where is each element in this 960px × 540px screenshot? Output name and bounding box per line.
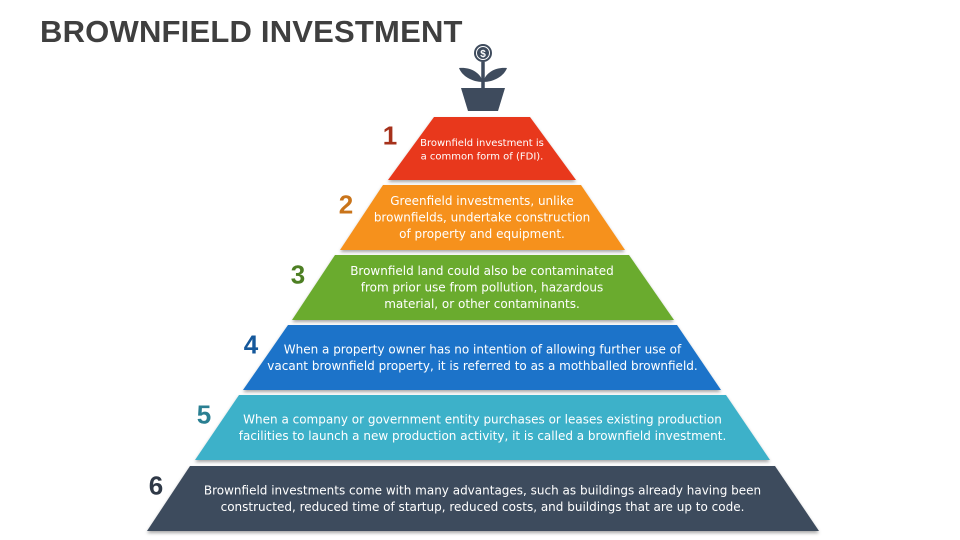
page-title: BROWNFIELD INVESTMENT xyxy=(40,14,463,49)
pyramid-level-shape xyxy=(195,395,770,460)
level-number: 2 xyxy=(339,190,353,220)
level-text-line: When a company or government entity purc… xyxy=(243,412,722,426)
level-text-line: constructed, reduced time of startup, re… xyxy=(221,500,745,514)
level-text-line: brownfields, undertake construction xyxy=(374,211,590,225)
pyramid-level-5: When a company or government entity purc… xyxy=(195,395,770,460)
pyramid-level-shape xyxy=(340,185,625,250)
level-text-line: material, or other contaminants. xyxy=(384,297,580,311)
level-number: 1 xyxy=(383,121,397,151)
pyramid-level-3: Brownfield land could also be contaminat… xyxy=(291,255,674,320)
level-text-line: a common form of (FDI). xyxy=(421,151,544,162)
dollar-coin-symbol: $ xyxy=(480,49,486,60)
level-text-line: Brownfield land could also be contaminat… xyxy=(350,264,614,278)
pyramid-level-6: Brownfield investments come with many ad… xyxy=(147,466,819,531)
level-text-line: Brownfield investments come with many ad… xyxy=(204,483,761,497)
level-text-line: Brownfield investment is xyxy=(420,138,544,149)
pyramid-level-1: Brownfield investment is a common form of… xyxy=(383,117,576,180)
level-text-line: Greenfield investments, unlike xyxy=(390,194,573,208)
level-number: 6 xyxy=(149,471,163,501)
pyramid-level-shape xyxy=(292,255,674,320)
pyramid-level-shape xyxy=(243,325,721,390)
level-text-line: vacant brownfield property, it is referr… xyxy=(267,359,697,373)
pyramid-level-shape xyxy=(147,466,819,531)
level-text-line: facilities to launch a new production ac… xyxy=(239,429,727,443)
pyramid-level-4: When a property owner has no intention o… xyxy=(243,325,721,390)
pyramid-level-shape xyxy=(388,117,576,180)
level-text-line: from prior use from pollution, hazardous xyxy=(361,281,604,295)
level-number: 3 xyxy=(291,260,305,290)
level-text-line: of property and equipment. xyxy=(399,227,565,241)
level-number: 4 xyxy=(244,330,259,360)
pyramid-level-2: Greenfield investments, unlike brownfield… xyxy=(339,185,625,250)
level-number: 5 xyxy=(197,400,211,430)
level-text-line: When a property owner has no intention o… xyxy=(284,342,682,356)
money-plant-icon: $ xyxy=(459,44,507,111)
